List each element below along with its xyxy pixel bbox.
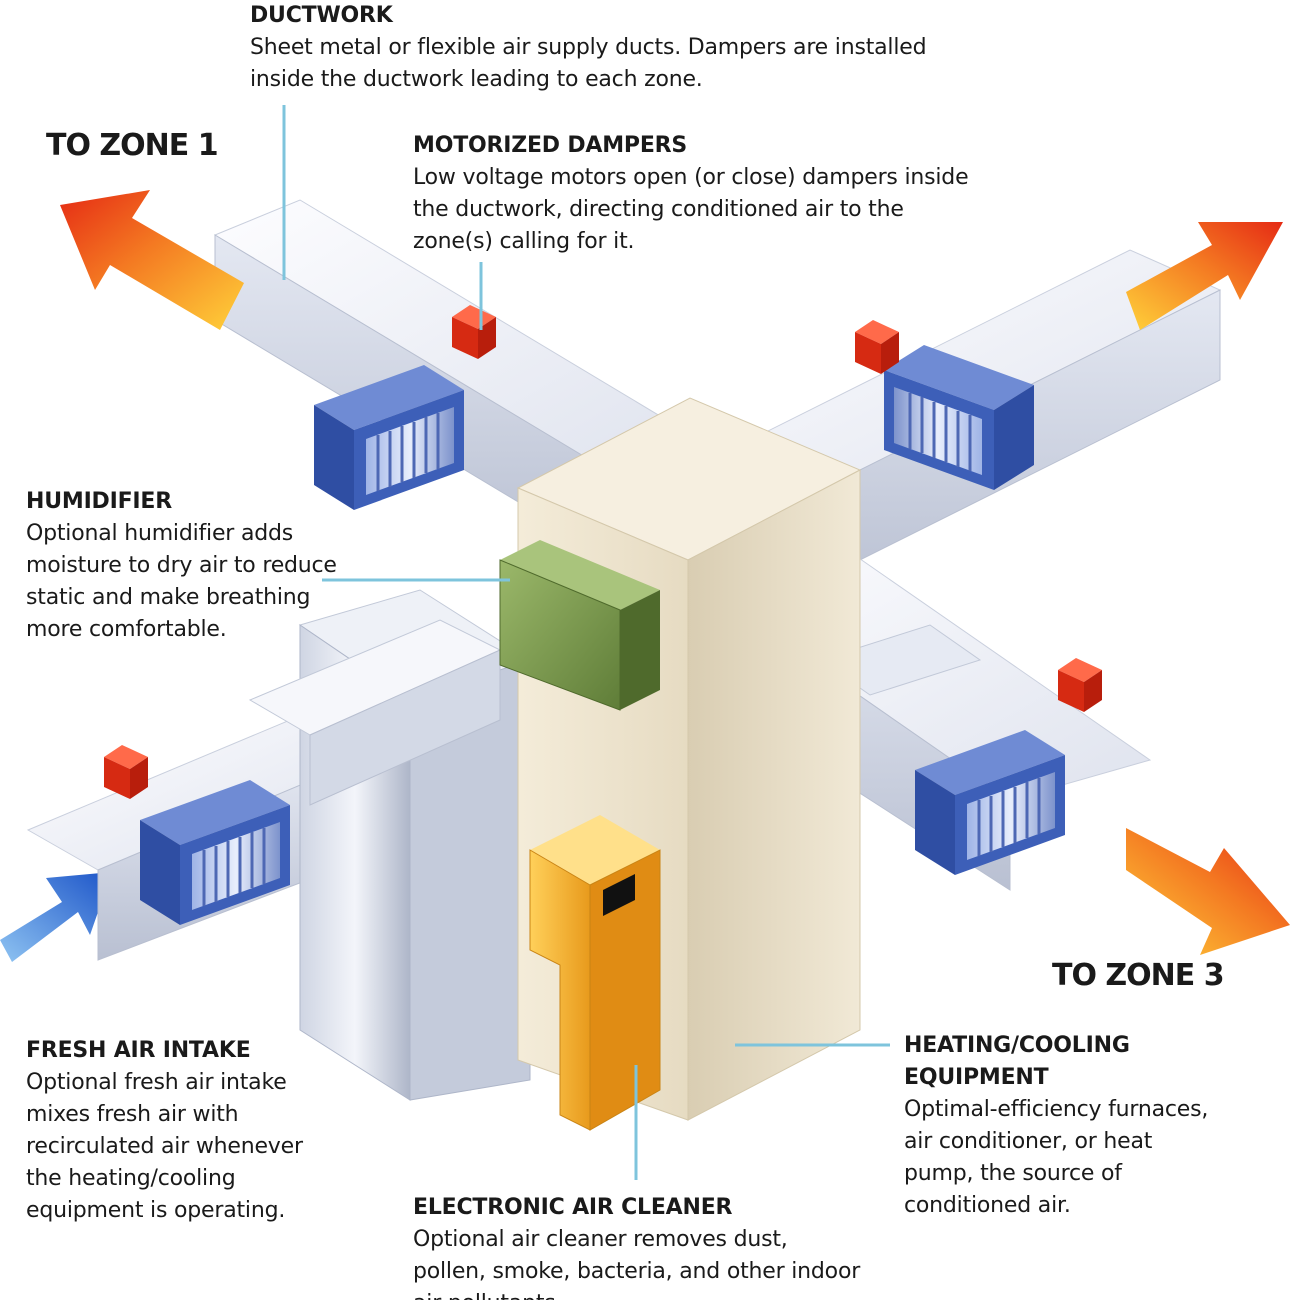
- humidifier-unit: [499, 540, 660, 711]
- fresh-air-heading: FRESH AIR INTAKE: [26, 1038, 251, 1063]
- air-cleaner-unit: [529, 815, 661, 1131]
- fresh-air-arrow: [0, 872, 112, 962]
- heating-cooling-description: Optimal-efficiency furnaces, air conditi…: [904, 1097, 1209, 1218]
- heating-cooling-heading: HEATING/COOLING EQUIPMENT: [904, 1033, 1130, 1090]
- return-duct: [248, 589, 532, 1101]
- air-cleaner-description: Optional air cleaner removes dust, polle…: [413, 1227, 861, 1300]
- ductwork-callout: DUCTWORK Sheet metal or flexible air sup…: [250, 0, 930, 96]
- humidifier-heading: HUMIDIFIER: [26, 489, 172, 514]
- ductwork-description: Sheet metal or flexible air supply ducts…: [250, 35, 927, 92]
- humidifier-callout: HUMIDIFIER Optional humidifier adds mois…: [26, 486, 356, 646]
- arrow-to-zone-1: [60, 190, 244, 330]
- air-cleaner-callout: ELECTRONIC AIR CLEANER Optional air clea…: [413, 1192, 863, 1300]
- ductwork-heading: DUCTWORK: [250, 3, 393, 28]
- zone-1-label: TO ZONE 1: [46, 128, 219, 163]
- air-cleaner-heading: ELECTRONIC AIR CLEANER: [413, 1195, 733, 1220]
- arrow-to-zone-2: [1126, 222, 1283, 330]
- dampers-description: Low voltage motors open (or close) dampe…: [413, 165, 969, 254]
- fresh-air-description: Optional fresh air intake mixes fresh ai…: [26, 1070, 303, 1223]
- arrow-to-zone-3: [1126, 828, 1290, 955]
- heating-cooling-callout: HEATING/COOLING EQUIPMENT Optimal-effici…: [904, 1030, 1224, 1222]
- dampers-callout: MOTORIZED DAMPERS Low voltage motors ope…: [413, 130, 988, 258]
- fresh-air-callout: FRESH AIR INTAKE Optional fresh air inta…: [26, 1035, 311, 1227]
- zone-3-label: TO ZONE 3: [1052, 958, 1225, 993]
- dampers-heading: MOTORIZED DAMPERS: [413, 133, 688, 158]
- humidifier-description: Optional humidifier adds moisture to dry…: [26, 521, 337, 642]
